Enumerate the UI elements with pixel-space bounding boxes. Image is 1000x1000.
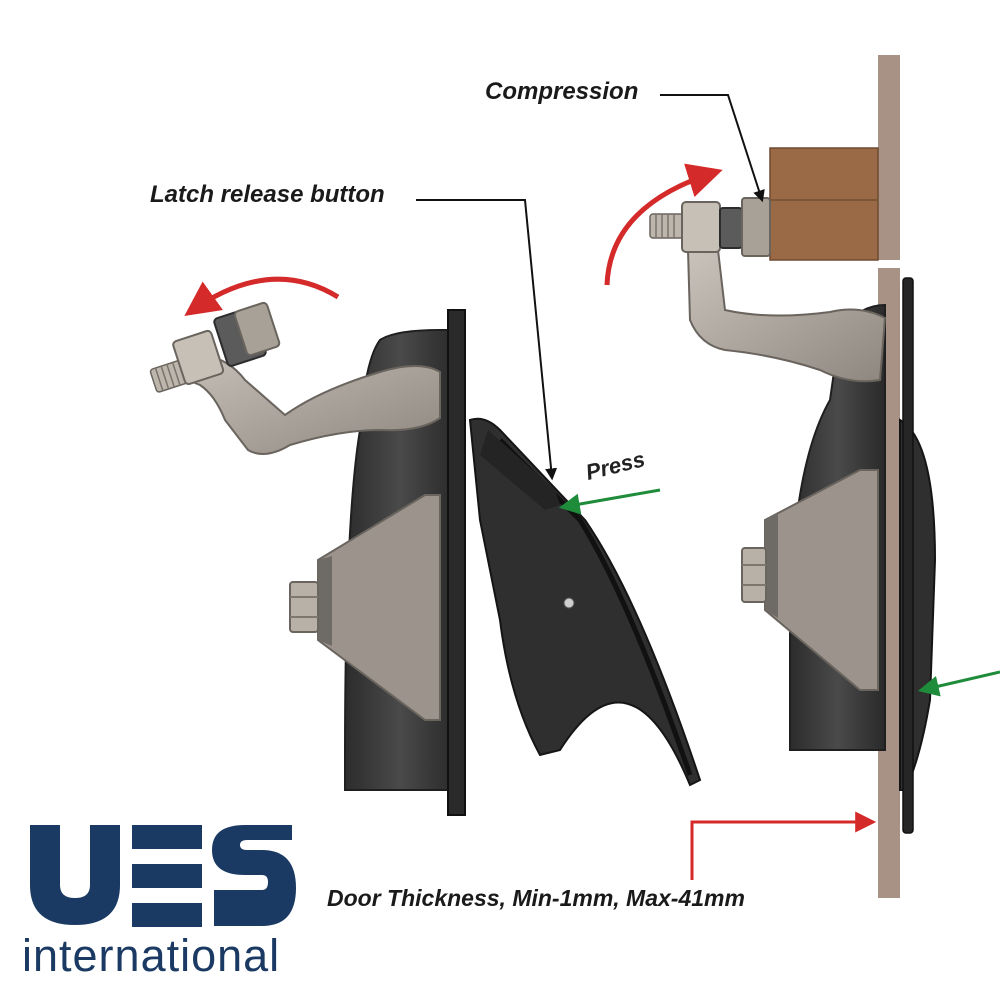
right-latch-arm [686, 249, 887, 383]
right-rotation-arrow [604, 163, 723, 286]
left-latch-trigger [468, 417, 702, 787]
left-latch-flange [447, 309, 466, 816]
door-thickness-label: Door Thickness, Min-1mm, Max-41mm [327, 885, 745, 911]
compression-label: Compression [485, 78, 639, 105]
brand-wordmark: international [22, 930, 281, 981]
compression-leader [660, 94, 765, 203]
left-latch-arm [173, 343, 441, 455]
ues-logo-mark [30, 825, 296, 927]
left-rotation-arrow [184, 276, 340, 317]
latch-release-leader [416, 199, 558, 481]
left-latch-rivet [563, 597, 575, 609]
left-latch-cam [317, 494, 441, 721]
right-latch-nut [741, 547, 767, 603]
latch-release-label: Latch release button [150, 181, 385, 208]
door-panel-upper [878, 55, 900, 260]
press-arrow [558, 488, 661, 515]
right-latch-cam [764, 469, 879, 691]
left-latch-open [149, 276, 702, 816]
left-latch-nut [289, 581, 319, 633]
latch-release-button [480, 430, 560, 510]
compression-block [769, 147, 879, 261]
right-latch-hex-nut [681, 201, 721, 253]
door-thickness-leader [690, 811, 877, 880]
right-press-arrow [917, 670, 1000, 697]
left-latch-hex-nut [172, 329, 225, 386]
right-latch-closed [604, 55, 937, 898]
